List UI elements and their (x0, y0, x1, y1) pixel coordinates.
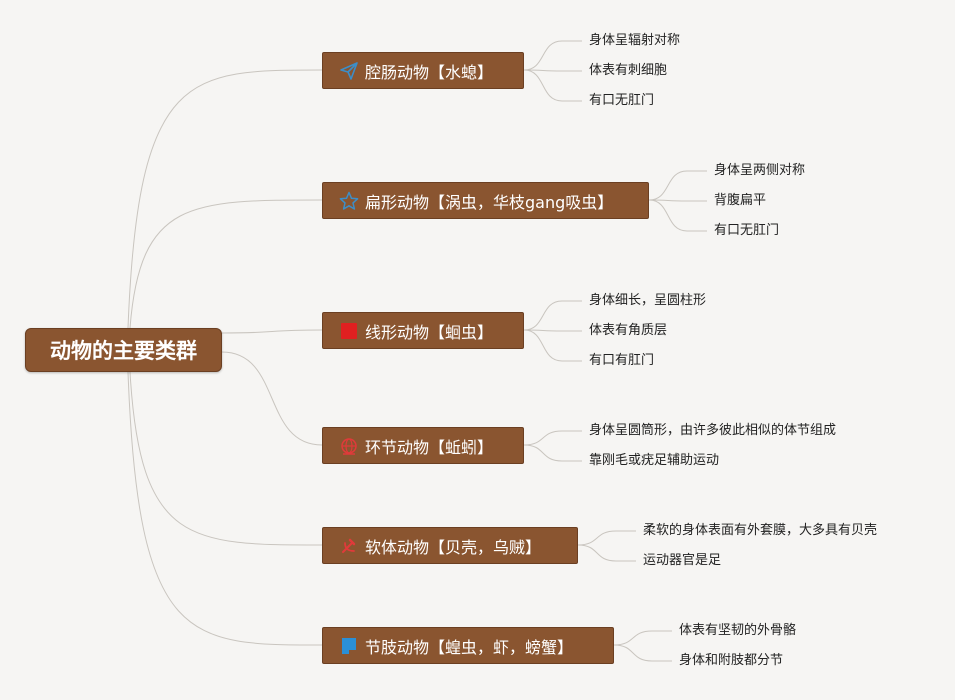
topic-mollusca[interactable]: 软体动物【贝壳，乌贼】 (322, 527, 578, 564)
topic-label: 线形动物【蛔虫】 (365, 322, 494, 342)
blue-flag-icon (339, 636, 359, 656)
hammer-sickle-icon (339, 536, 359, 556)
leaf-text: 柔软的身体表面有外套膜，大多具有贝壳 (643, 523, 878, 538)
topic-label: 腔肠动物【水螅】 (365, 62, 494, 82)
topic-label: 环节动物【蚯蚓】 (365, 437, 494, 457)
paper-plane-icon (339, 61, 359, 81)
root-label: 动物的主要类群 (50, 339, 197, 363)
leaf-text: 身体和附肢都分节 (679, 653, 784, 668)
topic-coelenterata[interactable]: 腔肠动物【水螅】 (322, 52, 524, 89)
star-outline-icon (339, 191, 359, 211)
leaf-text: 有口有肛门 (589, 353, 655, 368)
topic-label: 扁形动物【涡虫，华枝gang吸虫】 (365, 192, 614, 212)
leaf-text: 运动器官是足 (643, 553, 722, 568)
red-square-icon (339, 321, 359, 341)
topic-arthropoda[interactable]: 节肢动物【蝗虫，虾，螃蟹】 (322, 627, 614, 664)
globe-icon (339, 436, 359, 456)
leaf-text: 靠刚毛或疣足辅助运动 (589, 453, 720, 468)
topic-platyhelminthes[interactable]: 扁形动物【涡虫，华枝gang吸虫】 (322, 182, 649, 219)
leaf-text: 身体细长，呈圆柱形 (589, 293, 707, 308)
topic-label: 节肢动物【蝗虫，虾，螃蟹】 (365, 637, 574, 657)
leaf-text: 体表有坚韧的外骨骼 (679, 623, 797, 638)
topic-label: 软体动物【贝壳，乌贼】 (365, 537, 542, 557)
leaf-text: 身体呈两侧对称 (714, 163, 806, 178)
root-node[interactable]: 动物的主要类群 (25, 328, 222, 372)
leaf-text: 体表有角质层 (589, 323, 668, 338)
leaf-text: 体表有刺细胞 (589, 63, 668, 78)
leaf-text: 有口无肛门 (714, 223, 780, 238)
topic-nematoda[interactable]: 线形动物【蛔虫】 (322, 312, 524, 349)
leaf-text: 有口无肛门 (589, 93, 655, 108)
topic-annelida[interactable]: 环节动物【蚯蚓】 (322, 427, 524, 464)
leaf-text: 身体呈圆筒形，由许多彼此相似的体节组成 (589, 423, 837, 438)
leaf-text: 身体呈辐射对称 (589, 33, 681, 48)
leaf-text: 背腹扁平 (714, 193, 767, 208)
